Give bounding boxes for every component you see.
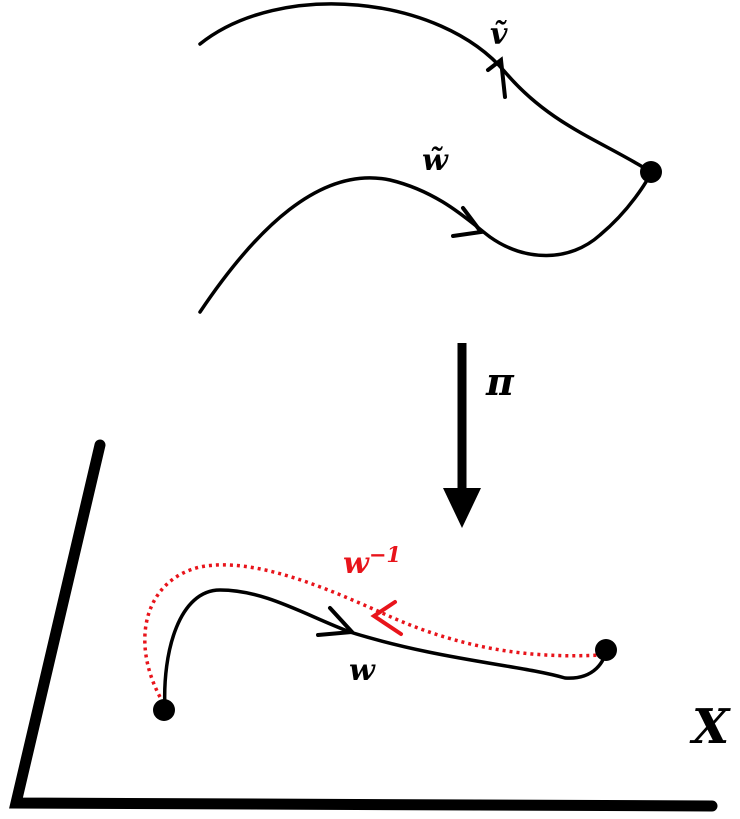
basepoint-end bbox=[595, 639, 617, 661]
label-w: w bbox=[349, 653, 376, 688]
label-w-inverse: w−1 bbox=[343, 542, 401, 581]
basepoint-start bbox=[153, 699, 175, 721]
w-arrowhead bbox=[316, 606, 357, 637]
label-w-tilde: w̃ bbox=[422, 143, 449, 178]
label-space-x: X bbox=[689, 699, 731, 755]
label-v-tilde: ṽ bbox=[490, 17, 508, 52]
label-w-inverse-base: w bbox=[343, 546, 370, 581]
w-inverse-arrowhead bbox=[370, 600, 403, 636]
base-space-frame bbox=[9, 439, 718, 812]
label-pi: π bbox=[485, 359, 515, 404]
lifted-basepoint bbox=[640, 161, 662, 183]
projection-arrowhead bbox=[443, 488, 481, 528]
v-tilde-arrowhead bbox=[486, 56, 507, 99]
lifted-path-w-tilde bbox=[198, 170, 653, 314]
path-w-inverse bbox=[143, 563, 601, 698]
label-w-inverse-exponent: −1 bbox=[369, 542, 401, 567]
lifted-path-v-tilde bbox=[198, 2, 653, 174]
w-tilde-arrowhead bbox=[451, 206, 485, 238]
